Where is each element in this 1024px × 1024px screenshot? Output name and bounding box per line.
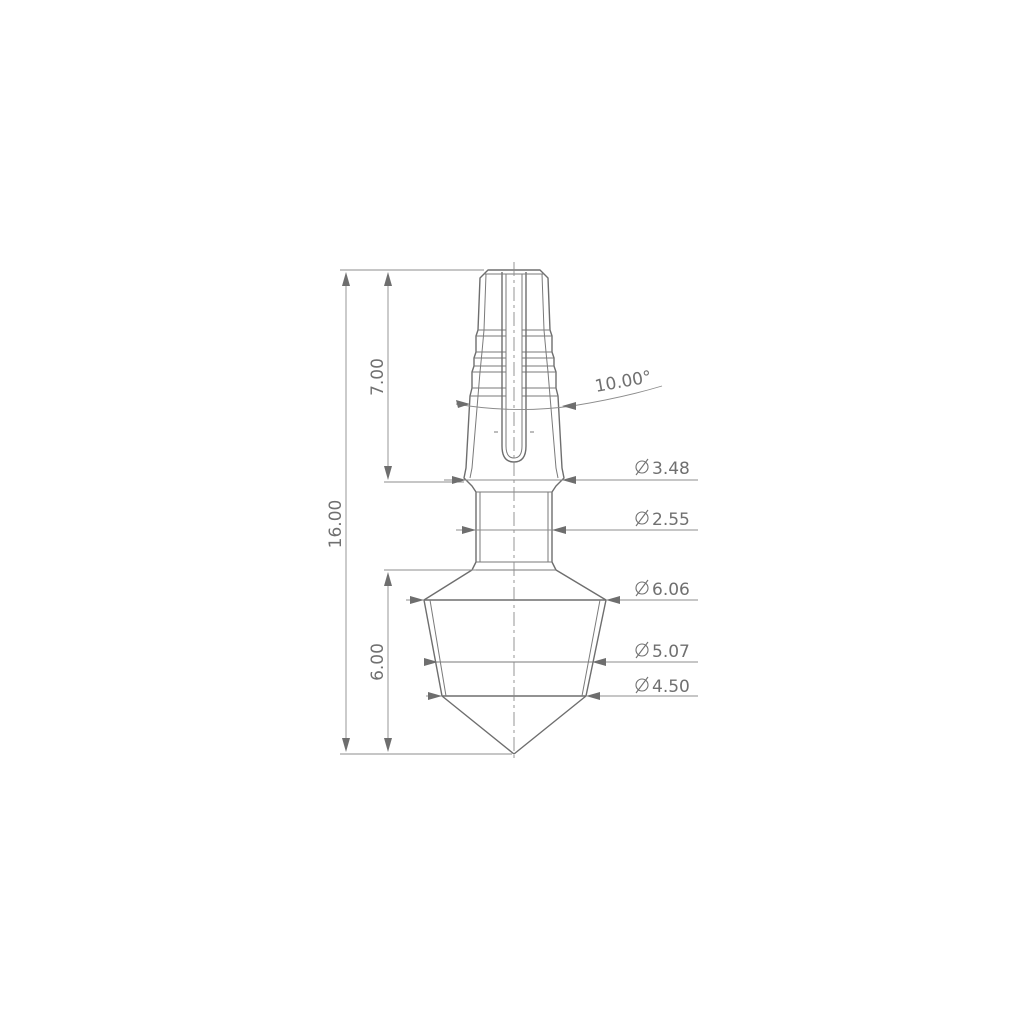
dia-shoulder-label: 3.48 xyxy=(652,459,690,479)
stem-right-profile xyxy=(513,269,607,755)
arrow-down xyxy=(384,466,392,480)
cone-inner-right xyxy=(581,599,601,697)
cone-inner-left xyxy=(429,599,447,697)
arrow-up xyxy=(384,272,392,286)
diameter-symbol-icon xyxy=(635,676,649,694)
arrow-right xyxy=(410,596,424,604)
dia-cone-min-label: 4.50 xyxy=(652,677,690,697)
arrow-up xyxy=(384,572,392,586)
arrow-down xyxy=(384,738,392,752)
angle-arrow-left xyxy=(456,400,470,408)
diameter-symbol-icon xyxy=(635,579,649,597)
arrow-left xyxy=(592,658,606,666)
vertical-dimensions: 16.00 7.00 6.00 xyxy=(326,269,512,755)
arrow-right xyxy=(462,526,476,534)
angle-label: 10.00° xyxy=(593,367,653,397)
angle-arrow-right xyxy=(562,402,576,410)
overall-height-label: 16.00 xyxy=(326,500,346,549)
arrow-right xyxy=(428,692,442,700)
arrow-left xyxy=(552,526,566,534)
dia-neck-label: 2.55 xyxy=(652,510,690,530)
diameter-callouts: 3.48 2.55 6.06 5.07 xyxy=(406,458,698,700)
dia-cone-max-label: 6.06 xyxy=(652,580,690,600)
diameter-symbol-icon xyxy=(635,509,649,527)
diameter-symbol-icon xyxy=(635,458,649,476)
arrow-right xyxy=(452,476,466,484)
stem-left-profile xyxy=(423,269,515,755)
arrow-up xyxy=(342,272,350,286)
upper-height-label: 7.00 xyxy=(368,358,388,396)
arrow-right xyxy=(424,658,438,666)
arrow-left xyxy=(586,692,600,700)
part-outline xyxy=(423,269,607,755)
lower-height-label: 6.00 xyxy=(368,643,388,681)
arrow-down xyxy=(342,738,350,752)
arrow-left xyxy=(606,596,620,604)
diameter-symbol-icon xyxy=(635,641,649,659)
arrow-left xyxy=(562,476,576,484)
dia-cone-mid-label: 5.07 xyxy=(652,642,690,662)
